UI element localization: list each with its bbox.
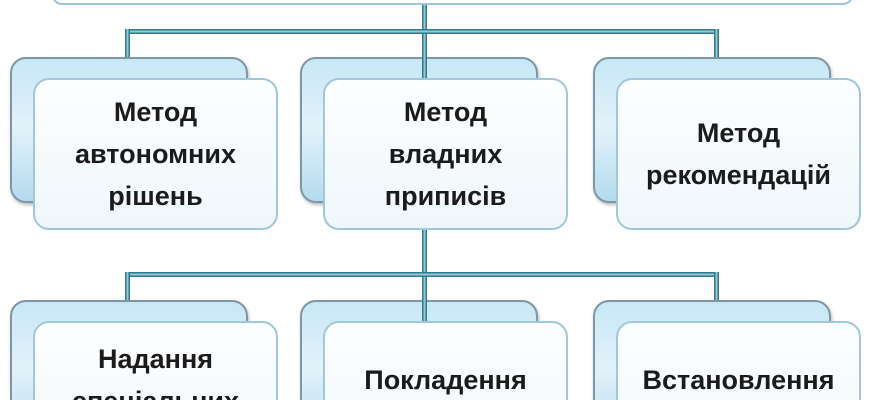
node-box: Метод владних приписів — [323, 78, 568, 230]
node-label-line: владних — [388, 139, 503, 169]
node-box: Покладення — [323, 321, 568, 400]
connector-level1-left-vertical — [125, 29, 130, 57]
node-label-line: Покладення — [364, 365, 527, 395]
node-establishing: Встановлення — [593, 300, 861, 400]
node-box: Метод автономних рішень — [33, 78, 278, 230]
connector-level2-horizontal — [125, 272, 719, 277]
node-granting-special: Надання спеціальних — [10, 300, 278, 400]
node-imposing: Покладення — [300, 300, 568, 400]
node-label-line: спеціальних — [72, 380, 239, 400]
node-label-line: Метод — [113, 97, 198, 127]
node-label-line: рекомендацій — [646, 160, 831, 190]
connector-root-center-vertical — [422, 4, 427, 78]
node-box: Надання спеціальних — [33, 321, 278, 400]
node-method-autonomous: Метод автономних рішень — [10, 57, 278, 230]
node-label-line: рішень — [108, 181, 203, 211]
node-label-line: автономних — [75, 139, 236, 169]
connector-level1-horizontal — [125, 29, 719, 34]
node-box: Встановлення — [616, 321, 861, 400]
root-node-box — [52, 0, 853, 5]
connector-level1-right-vertical — [714, 29, 719, 57]
connector-level2-left-vertical — [125, 272, 130, 300]
node-label-line: Метод — [403, 97, 488, 127]
connector-level2-right-vertical — [714, 272, 719, 300]
node-label-line: Надання — [97, 344, 214, 374]
connector-level2-center-vertical — [422, 230, 427, 325]
node-label-line: Метод — [696, 118, 781, 148]
node-label-line: приписів — [384, 181, 507, 211]
node-box: Метод рекомендацій — [616, 78, 861, 230]
node-method-recommendations: Метод рекомендацій — [593, 57, 861, 230]
node-method-imperative: Метод владних приписів — [300, 57, 568, 230]
node-label-line: Встановлення — [642, 365, 835, 395]
